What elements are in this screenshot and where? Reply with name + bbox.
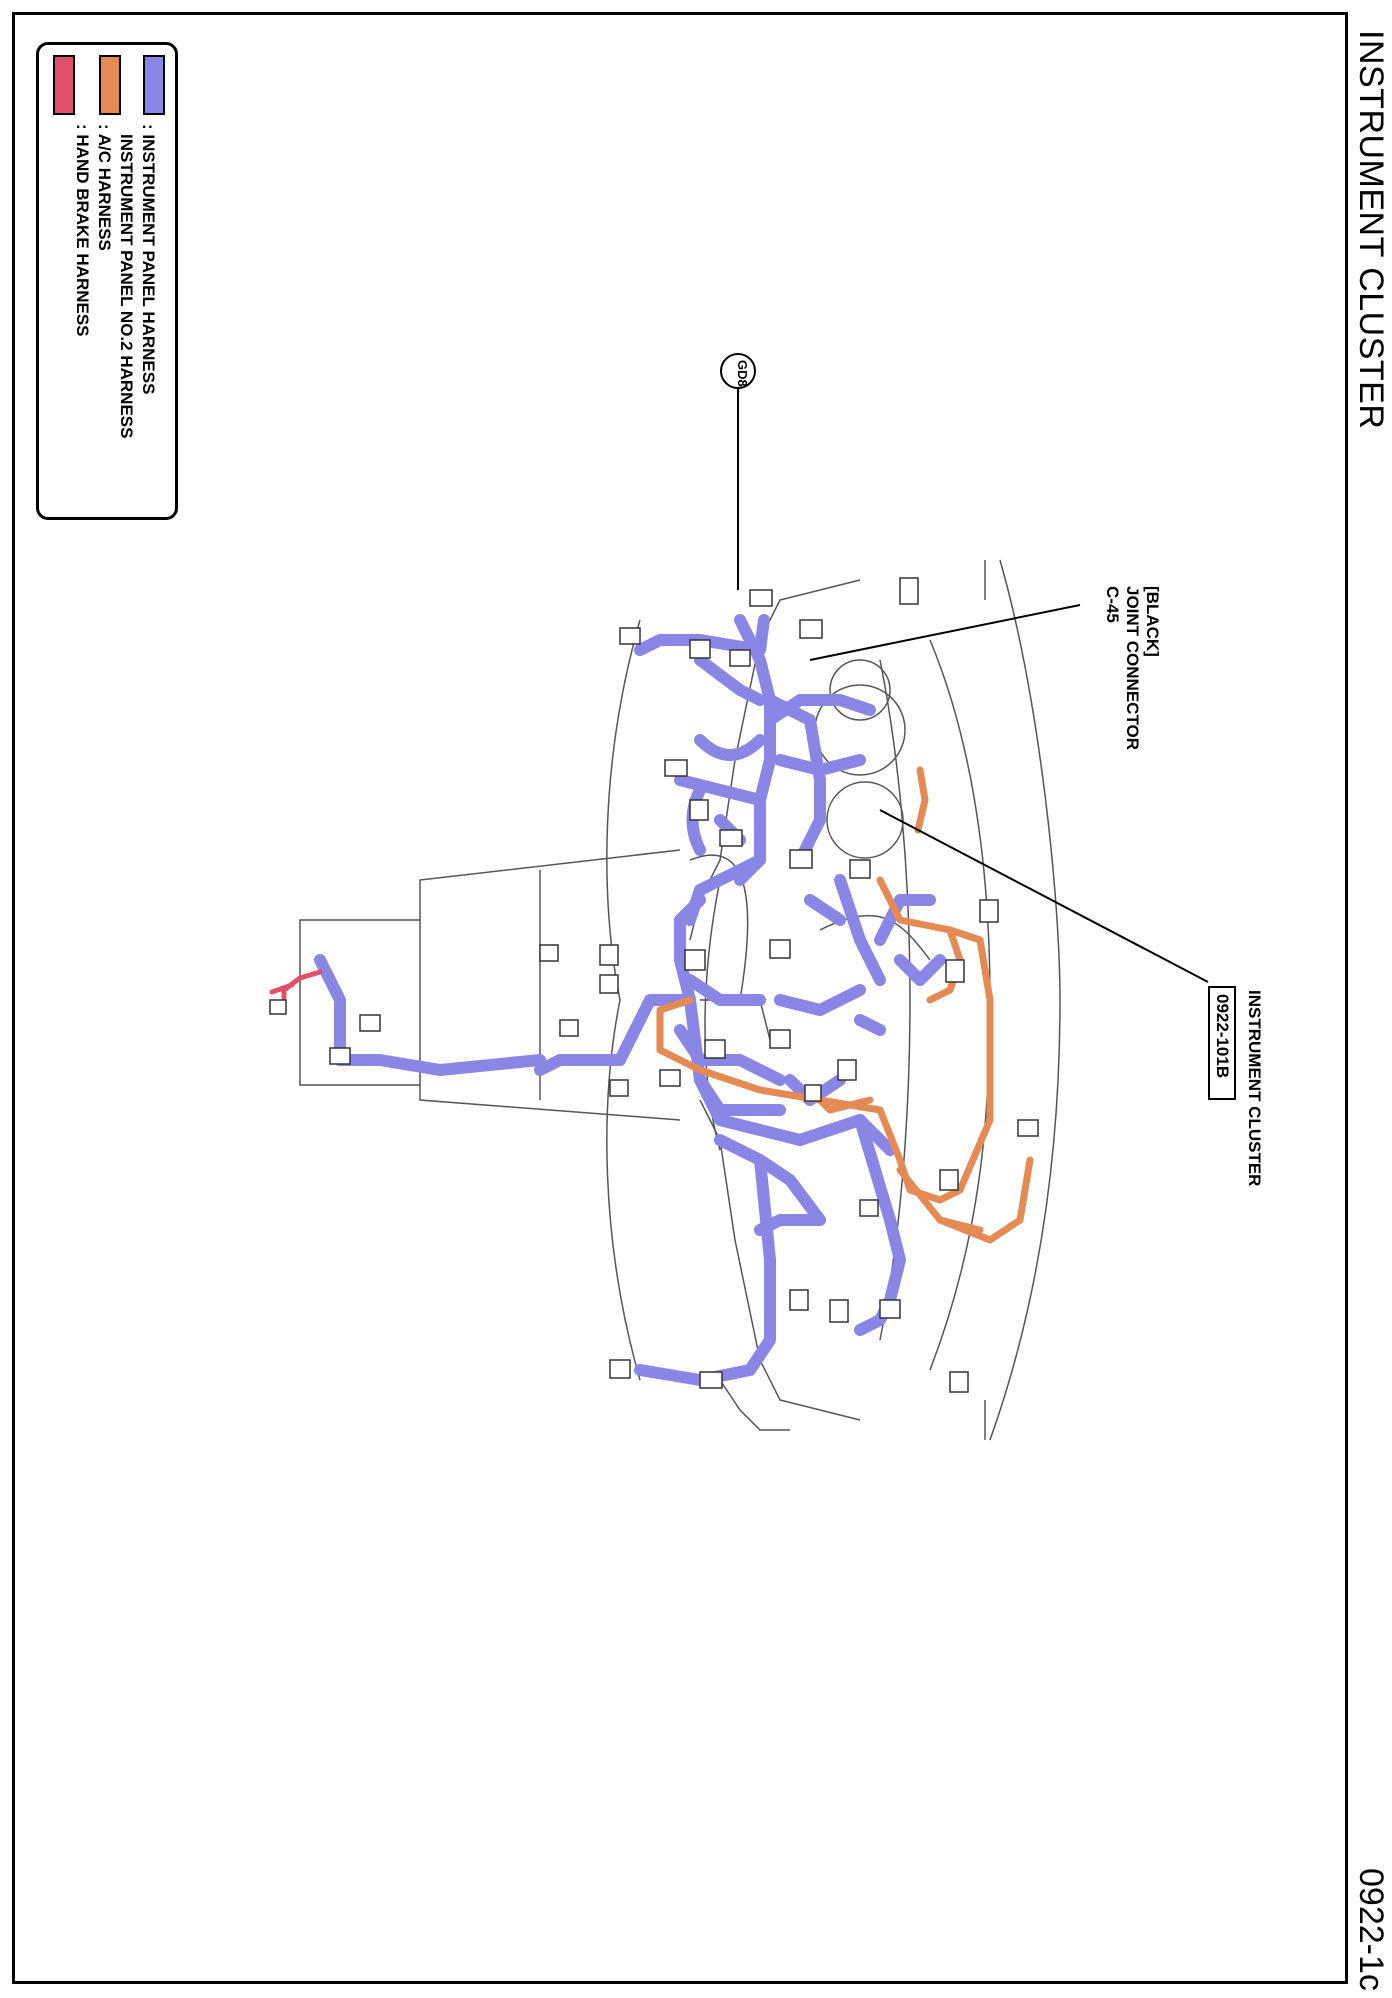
instrument-panel-harness [314, 614, 946, 1386]
joint-connector-label: JOINT CONNECTOR [1123, 586, 1142, 751]
ac-harness [656, 766, 1034, 1244]
ground-point-marker [720, 353, 756, 389]
instrument-cluster-label: INSTRUMENT CLUSTER [1245, 990, 1264, 1187]
connectors [269, 577, 1039, 1393]
legend-swatch-hand-brake [53, 55, 75, 115]
instrument-cluster-code: 0922-101B [1213, 994, 1232, 1079]
joint-connector-code: C-45 [1103, 586, 1122, 623]
legend-swatch-ac [99, 55, 121, 115]
legend [36, 42, 178, 520]
ground-point-label: GD8 [735, 360, 750, 387]
joint-connector-color: [BLACK] [1143, 586, 1162, 657]
leader-lines [737, 388, 1209, 983]
legend-swatch-instrument-panel [143, 55, 165, 115]
instrument-cluster-code-box [1208, 986, 1236, 1100]
diagram-frame [12, 12, 1348, 1984]
